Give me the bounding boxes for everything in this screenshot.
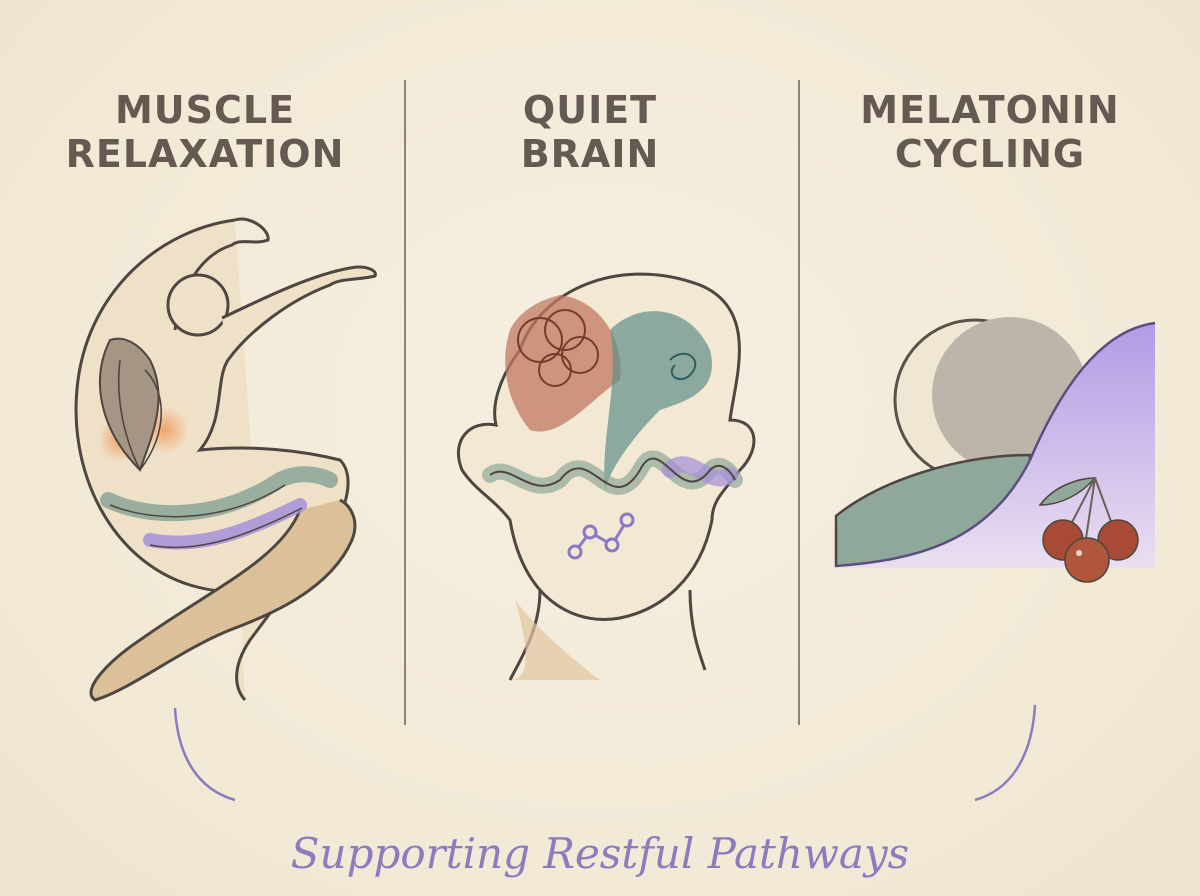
panel-title-quiet-brain: QUIET BRAIN: [425, 88, 755, 176]
left-bracket-arc: [173, 707, 236, 802]
title-line: RELAXATION: [65, 132, 345, 176]
panel-divider: [798, 80, 800, 725]
moon-hills-cherries-icon: [834, 317, 1156, 583]
head-with-brain-waves-icon: [456, 272, 756, 681]
panel-title-melatonin-cycling: MELATONIN CYCLING: [830, 88, 1150, 176]
title-line: MUSCLE: [114, 88, 296, 132]
title-line: QUIET: [522, 88, 658, 132]
right-bracket-arc: [974, 704, 1037, 802]
relaxing-figure-icon: [74, 217, 377, 702]
tagline: Supporting Restful Pathways: [290, 829, 910, 878]
title-line: CYCLING: [894, 132, 1086, 176]
title-line: BRAIN: [520, 132, 660, 176]
title-line: MELATONIN: [860, 88, 1120, 132]
panel-divider: [404, 80, 406, 725]
panel-title-muscle-relaxation: MUSCLE RELAXATION: [40, 88, 370, 176]
